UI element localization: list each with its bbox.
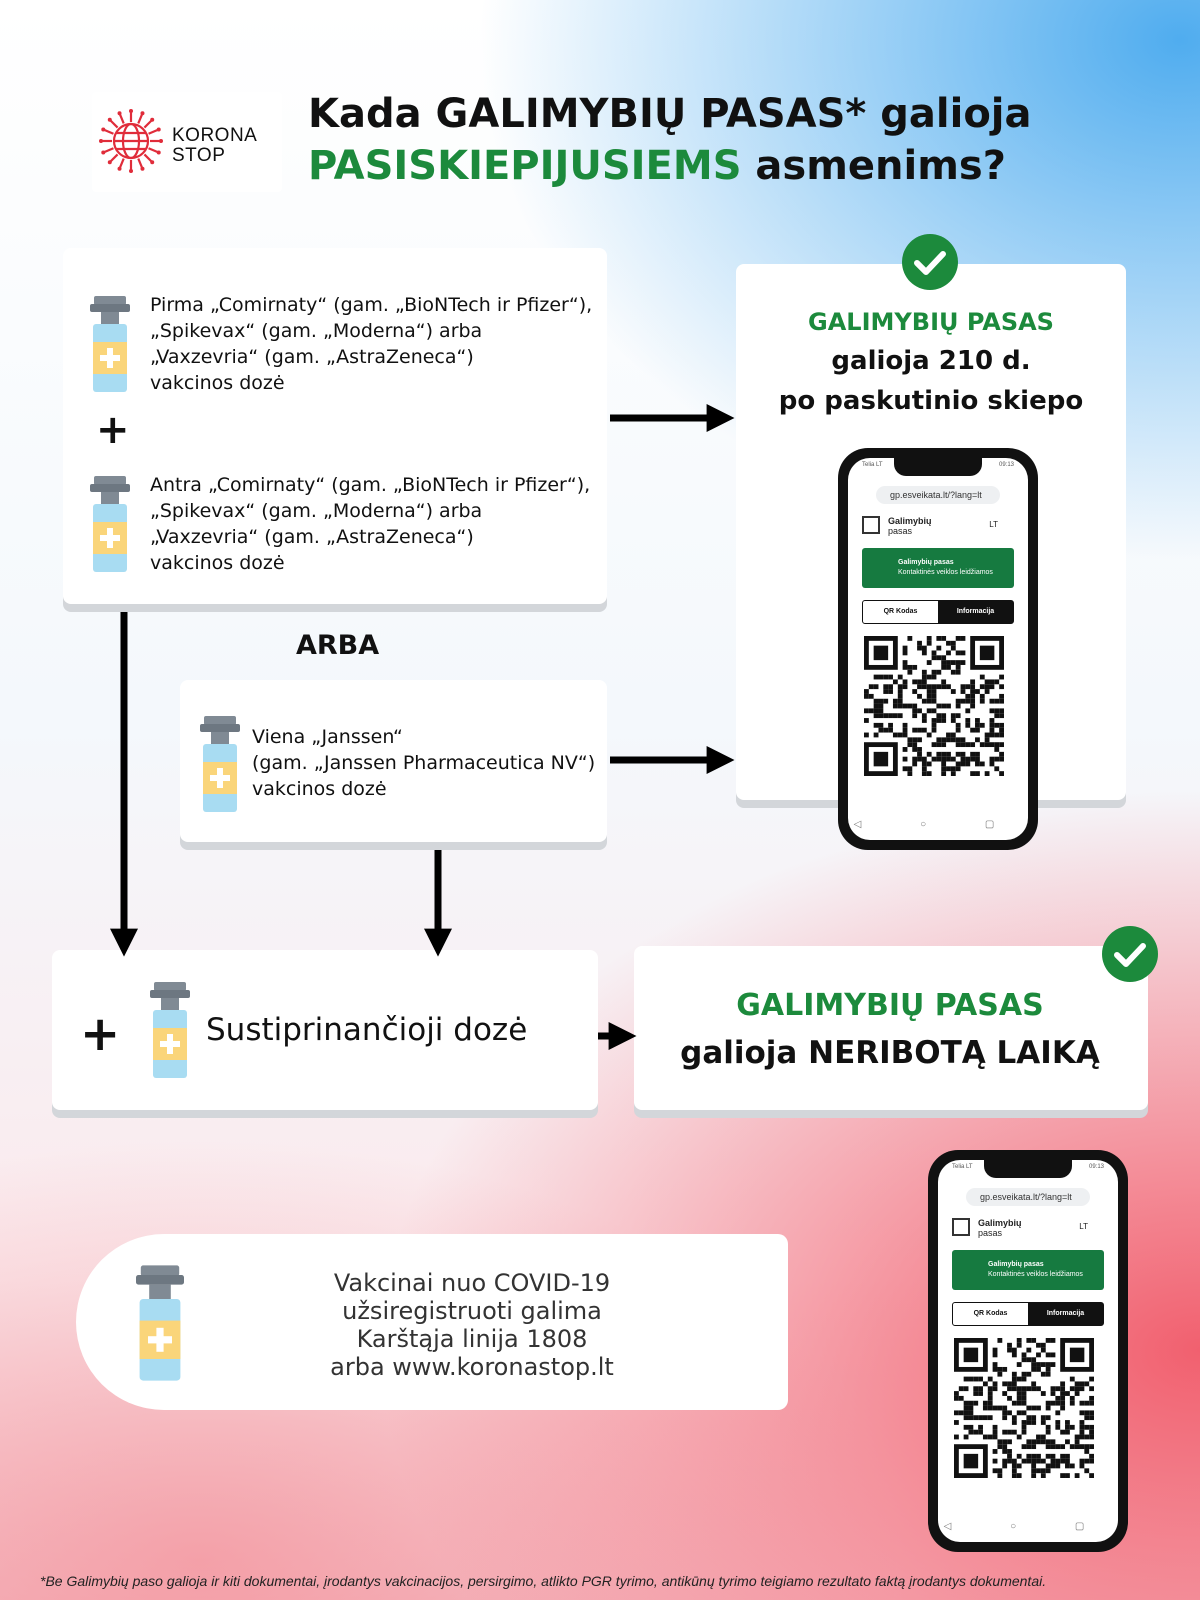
result-unlimited-card <box>634 946 1148 1110</box>
qr-code <box>954 1338 1094 1478</box>
first-dose-text: Pirma „Comirnaty“ (gam. „BioNTech ir Pfi… <box>150 292 600 396</box>
plus-sign: + <box>96 407 130 453</box>
logo-text: KORONA STOP <box>172 126 257 166</box>
phone-tabs: QR Kodas Informacija <box>862 600 1014 624</box>
vial-icon <box>200 716 240 816</box>
status-carrier: Telia LT <box>952 1164 973 1170</box>
status-time: 09:13 <box>998 462 1014 468</box>
tab-info[interactable]: Informacija <box>938 601 1013 623</box>
language-selector[interactable]: LT <box>1079 1222 1088 1231</box>
info-line: Vakcinai nuo COVID-19 <box>333 1269 611 1297</box>
language-selector[interactable]: LT <box>989 520 998 529</box>
booster-text: Sustiprinančioji dozė <box>206 1012 528 1048</box>
second-dose-text: Antra „Comirnaty“ (gam. „BioNTech ir Pfi… <box>150 472 600 576</box>
janssen-line: vakcinos dozė <box>252 778 387 800</box>
qr-app-icon <box>862 516 880 534</box>
result-unlimited-line2: galioja NERIBOTĄ LAIKĄ <box>680 1035 1100 1071</box>
status-title: Galimybių pasas <box>898 559 954 566</box>
vial-icon <box>150 982 190 1082</box>
check-icon <box>1102 926 1158 982</box>
phone-tabs: QR Kodas Informacija <box>952 1302 1104 1326</box>
janssen-line: Viena „Janssen“ <box>252 726 403 748</box>
second-dose-line: vakcinos dozė <box>150 552 285 574</box>
phone-nav-bar[interactable]: ◁ ○ ▢ <box>943 1521 1113 1532</box>
vial-icon <box>90 296 130 396</box>
result-210-line3: po paskutinio skiepo <box>778 386 1084 416</box>
status-title: Galimybių pasas <box>988 1261 1044 1268</box>
janssen-card <box>180 680 607 842</box>
status-carrier: Telia LT <box>862 462 883 468</box>
status-time: 09:13 <box>1088 1164 1104 1170</box>
logo-line1: KORONA <box>172 125 258 146</box>
result-210-line2: galioja 210 d. <box>831 346 1031 376</box>
phone-mockup: Telia LT 09:13 gp.esveikata.lt/?lang=lt … <box>928 1150 1128 1552</box>
title-line2: PASISKIEPIJUSIEMS asmenims? <box>308 140 1168 192</box>
pass-status-banner: Galimybių pasas Kontaktinės veiklos leid… <box>862 548 1014 588</box>
check-icon <box>902 234 958 290</box>
phone-notch <box>984 1160 1072 1178</box>
phone-screen: Telia LT 09:13 gp.esveikata.lt/?lang=lt … <box>848 458 1028 840</box>
vial-icon <box>90 476 130 576</box>
url-bar[interactable]: gp.esveikata.lt/?lang=lt <box>966 1188 1090 1206</box>
first-dose-line: „Spikevax“ (gam. „Moderna“) arba <box>150 320 483 342</box>
or-label: ARBA <box>296 630 380 661</box>
info-line: arba www.koronastop.lt <box>330 1353 614 1381</box>
result-unlimited-text: GALIMYBIŲ PASAS galioja NERIBOTĄ LAIKĄ <box>640 984 1140 1078</box>
status-sub: Kontaktinės veiklos leidžiamos <box>988 1271 1083 1278</box>
page-title: Kada GALIMYBIŲ PASAS* galioja PASISKIEPI… <box>308 88 1168 192</box>
vial-icon <box>136 1264 184 1386</box>
footnote: *Be Galimybių paso galioja ir kiti dokum… <box>40 1573 1047 1589</box>
booster-card <box>52 950 598 1110</box>
tab-info[interactable]: Informacija <box>1028 1303 1103 1325</box>
info-line: užsiregistruoti galima <box>342 1297 602 1325</box>
info-line: Karštąja linija 1808 <box>356 1325 588 1353</box>
logo-line2: STOP <box>172 145 226 166</box>
phone-screen: Telia LT 09:13 gp.esveikata.lt/?lang=lt … <box>938 1160 1118 1542</box>
janssen-text: Viena „Janssen“ (gam. „Janssen Pharmaceu… <box>252 724 602 802</box>
registration-info-card <box>76 1234 788 1410</box>
app-title-line1: Galimybių <box>888 516 932 526</box>
qr-app-icon <box>952 1218 970 1236</box>
second-dose-line: „Vaxzevria“ (gam. „AstraZeneca“) <box>150 526 474 548</box>
first-dose-line: „Vaxzevria“ (gam. „AstraZeneca“) <box>150 346 474 368</box>
phone-nav-bar[interactable]: ◁ ○ ▢ <box>853 819 1023 830</box>
app-title-line2: pasas <box>888 526 913 536</box>
second-dose-line: „Spikevax“ (gam. „Moderna“) arba <box>150 500 483 522</box>
phone-notch <box>894 458 982 476</box>
first-dose-line: vakcinos dozė <box>150 372 285 394</box>
pass-heading: GALIMYBIŲ PASAS <box>736 988 1044 1023</box>
result-210-text: GALIMYBIŲ PASAS galioja 210 d. po paskut… <box>746 304 1116 420</box>
janssen-line: (gam. „Janssen Pharmaceutica NV“) <box>252 752 596 774</box>
virus-logo-icon <box>99 109 163 173</box>
plus-sign: + <box>80 1006 121 1062</box>
tab-qr[interactable]: QR Kodas <box>973 1310 1008 1317</box>
status-sub: Kontaktinės veiklos leidžiamos <box>898 569 993 576</box>
url-bar[interactable]: gp.esveikata.lt/?lang=lt <box>876 486 1000 504</box>
title-rest: asmenims? <box>741 143 1006 189</box>
qr-code <box>864 636 1004 776</box>
title-green-word: PASISKIEPIJUSIEMS <box>308 143 742 189</box>
two-dose-card <box>63 248 607 604</box>
second-dose-line: Antra „Comirnaty“ (gam. „BioNTech ir Pfi… <box>150 474 591 496</box>
pass-status-banner: Galimybių pasas Kontaktinės veiklos leid… <box>952 1250 1104 1290</box>
app-title-line2: pasas <box>978 1228 1003 1238</box>
pass-heading: GALIMYBIŲ PASAS <box>808 308 1054 336</box>
phone-mockup: Telia LT 09:13 gp.esveikata.lt/?lang=lt … <box>838 448 1038 850</box>
registration-info-text: Vakcinai nuo COVID-19 užsiregistruoti ga… <box>312 1269 632 1381</box>
first-dose-line: Pirma „Comirnaty“ (gam. „BioNTech ir Pfi… <box>150 294 593 316</box>
app-title-line1: Galimybių <box>978 1218 1022 1228</box>
title-line1: Kada GALIMYBIŲ PASAS* galioja <box>308 91 1032 137</box>
tab-qr[interactable]: QR Kodas <box>883 608 918 615</box>
